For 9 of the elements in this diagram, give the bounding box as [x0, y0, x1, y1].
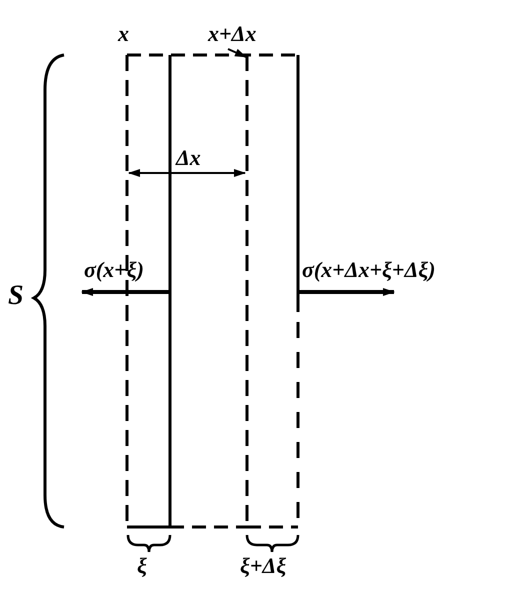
leader-line — [228, 48, 247, 58]
area-label: S — [8, 284, 24, 308]
displacement-label: ξ+Δξ — [240, 554, 286, 578]
force-label: σ(x+ξ) — [84, 258, 144, 282]
dimension-label: Δx — [176, 146, 201, 170]
force-label: σ(x+Δx+ξ+Δξ) — [302, 258, 436, 282]
position-label: x+Δx — [208, 22, 256, 46]
displacement-label: ξ — [137, 554, 147, 578]
axis-label: x — [118, 22, 129, 46]
